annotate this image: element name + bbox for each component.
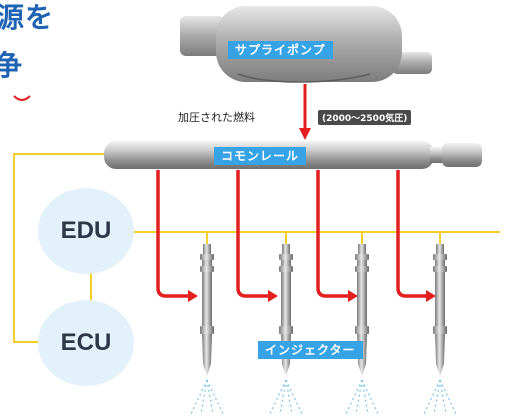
spray-4 bbox=[423, 379, 457, 415]
spray-1 bbox=[190, 379, 224, 415]
common-rail-valve-neck bbox=[430, 147, 444, 163]
headline-accent-swoosh bbox=[13, 95, 31, 101]
fuel-sprays bbox=[190, 379, 457, 415]
ecu-label: ECU bbox=[60, 329, 112, 356]
supply-pump-label: サプライポンプ bbox=[228, 41, 333, 59]
fuel-arrowhead-2 bbox=[268, 290, 278, 302]
fuel-lines bbox=[156, 170, 428, 298]
edu-unit: EDU bbox=[38, 188, 134, 274]
spray-2 bbox=[269, 379, 303, 415]
headline-line-1: 源を bbox=[0, 1, 55, 34]
injector-1 bbox=[200, 244, 214, 376]
injector-label: インジェクター bbox=[258, 341, 363, 359]
fuel-line-3 bbox=[316, 170, 350, 298]
supply-pump-right-cap bbox=[392, 52, 432, 74]
common-rail-pressure-valve bbox=[442, 143, 482, 167]
ecu-unit: ECU bbox=[38, 300, 134, 386]
pressure-note: (2000〜2500気圧) bbox=[318, 110, 412, 125]
supply-pump-shadow-line bbox=[237, 73, 371, 83]
fuel-line-arrowheads bbox=[188, 290, 436, 302]
supply-pump-left-cap bbox=[180, 16, 224, 56]
wire-rail-to-ecu bbox=[13, 153, 106, 343]
fuel-arrowhead-1 bbox=[188, 290, 198, 302]
pump-to-rail-arrowhead bbox=[299, 128, 311, 140]
fuel-line-4 bbox=[396, 170, 428, 298]
edu-label: EDU bbox=[60, 217, 112, 244]
fuel-arrowhead-4 bbox=[426, 290, 436, 302]
headline-line-2: 争 bbox=[0, 49, 24, 82]
spray-3 bbox=[345, 379, 379, 415]
fuel-arrowhead-3 bbox=[348, 290, 358, 302]
fuel-caption: 加圧された燃料 bbox=[178, 111, 255, 124]
fuel-line-2 bbox=[236, 170, 270, 298]
common-rail-label: コモンレール bbox=[214, 147, 307, 165]
fuel-line-1 bbox=[156, 170, 190, 298]
injector-4 bbox=[433, 244, 447, 376]
